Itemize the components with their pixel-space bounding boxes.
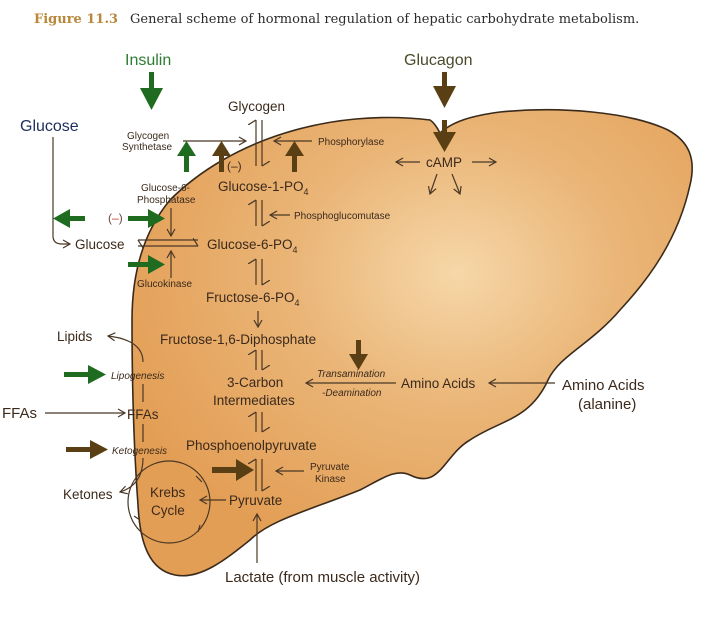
transamination-label: Transamination [317,369,386,380]
glucose-external-label: Glucose [20,118,79,135]
inhibit-sign-g6pase: (–) [108,211,123,225]
g6pase-label-1: Glucose-6- [141,183,190,194]
glucagon-stimulate-transamination-arrow-icon [349,340,368,370]
insulin-stimulate-lipogenesis-arrow-icon [64,365,106,384]
ketogenesis-label: Ketogenesis [112,446,167,457]
camp-label: cAMP [426,155,462,170]
glucagon-pep-arrow-icon [212,459,254,481]
camp-effect-arrows [394,157,498,196]
ffas-external-label: FFAs [2,405,37,422]
insulin-inhibit-g6pase-arrow-icon [128,209,165,228]
glucose-6-phosphate-label: Glucose-6-PO4 [207,237,298,255]
insulin-arrow-icon [140,72,163,110]
glucagon-stimulate-phosphorylase-arrow-icon [285,141,304,172]
phosphoglucomutase-label: Phosphoglucomutase [294,211,391,222]
fructose-16-diphosphate-label: Fructose-1,6-Diphosphate [160,332,316,347]
insulin-stimulate-glucokinase-arrow-icon [128,255,165,274]
glucagon-stimulate-ketogenesis-arrow-icon [66,440,108,459]
figure-label: Figure 11.3 [34,12,119,27]
g6p-f6p-equilibrium-arrow [256,259,262,285]
deamination-label: -Deamination [322,388,382,399]
phosphoenolpyruvate-label: Phosphoenolpyruvate [186,438,317,453]
pep-pyruvate-equilibrium-arrow [256,459,262,491]
ketogenesis-path [118,457,144,495]
insulin-label: Insulin [125,52,171,69]
krebs-cycle-circle [127,460,211,544]
inhibit-sign-synthetase: (–) [227,159,242,173]
three-carbon-label-2: Intermediates [213,393,295,408]
pyruvate-kinase-label-1: Pyruvate [310,462,350,473]
glucagon-inhibit-synthetase-arrow-icon [212,141,231,172]
glycogen-synthetase-label-2: Synthetase [122,142,172,153]
krebs-label-2: Cycle [151,503,185,518]
glycogen-g1p-equilibrium-arrow [256,120,262,166]
glucose-g6p-equilibrium-arrow [138,240,198,246]
alanine-label: (alanine) [578,396,636,413]
amino-acids-external-label: Amino Acids [562,377,645,394]
lipogenesis-path [106,332,144,363]
krebs-cycle-direction-marks [133,475,203,533]
glucagon-arrow-icon [433,72,456,152]
glycogen-label: Glycogen [228,99,285,114]
glucose-internal-label: Glucose [75,237,125,252]
glucose-entry-line [52,137,72,249]
krebs-label-1: Krebs [150,485,186,500]
fructose-6-phosphate-label: Fructose-6-PO4 [206,290,300,308]
g1p-g6p-equilibrium-arrow [256,200,262,226]
pyruvate-label: Pyruvate [229,493,282,508]
insulin-stimulate-synthetase-arrow-icon [177,141,196,172]
ketones-label: Ketones [63,487,113,502]
glucokinase-label: Glucokinase [137,279,192,290]
figure-title: General scheme of hormonal regulation of… [130,12,640,27]
insulin-glucose-release-arrow-icon [53,209,85,228]
figure-caption: Figure 11.3 General scheme of hormonal re… [34,12,639,27]
ffas-internal-label: FFAs [127,407,159,422]
glycogen-synthetase-label-1: Glycogen [127,131,169,142]
3carbon-pep-equilibrium-arrow [256,412,262,432]
amino-acids-internal-label: Amino Acids [401,376,476,391]
lipids-label: Lipids [57,329,93,344]
g6pase-label-2: Phosphatase [137,195,196,206]
glucose-1-phosphate-label: Glucose-1-PO4 [218,179,309,197]
pyruvate-kinase-label-2: Kinase [315,474,346,485]
three-carbon-label-1: 3-Carbon [227,375,283,390]
lipogenesis-label: Lipogenesis [111,371,164,382]
glucagon-label: Glucagon [404,52,473,69]
liver-shape [131,108,693,577]
lactate-label: Lactate (from muscle activity) [225,569,420,586]
phosphorylase-label: Phosphorylase [318,137,385,148]
f16-3carbon-equilibrium-arrow [256,350,262,370]
